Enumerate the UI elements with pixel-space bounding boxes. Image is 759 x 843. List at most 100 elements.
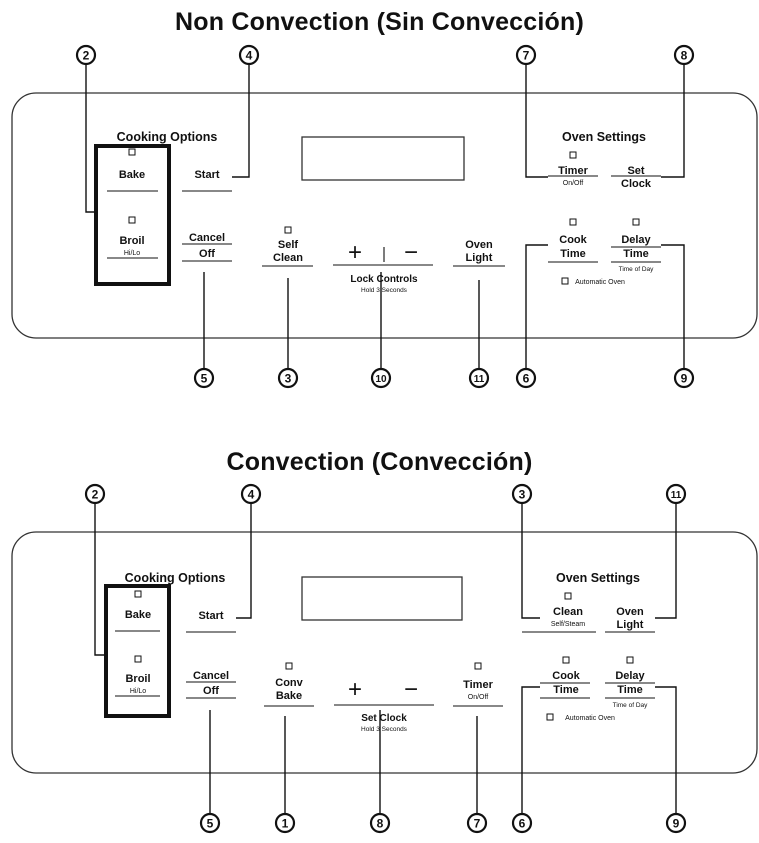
cooking-options-highlight [94, 144, 171, 286]
time-of-day-label: Time of Day [619, 266, 655, 273]
callout-number: 11 [474, 374, 485, 385]
bake-button[interactable]: Bake [125, 609, 151, 621]
off-label: Off [203, 685, 219, 697]
cancel-button[interactable]: Cancel [189, 232, 225, 244]
callout-circle: 7 [466, 812, 488, 834]
timer-button[interactable]: Timer [463, 679, 493, 691]
off-label: Off [199, 248, 215, 260]
callout-number: 7 [523, 49, 530, 63]
oven-light-label-2: Light [617, 619, 644, 631]
plus-button[interactable]: + [348, 676, 362, 703]
cook-time-button[interactable]: Cook [552, 670, 580, 682]
callout-number: 5 [207, 817, 214, 831]
oven-light-label-2: Light [466, 252, 493, 264]
set-clock-label: Set Clock [361, 713, 407, 724]
control-panel-outline [11, 92, 758, 339]
clean-sublabel: Self/Steam [551, 621, 585, 628]
callout-circle: 4 [238, 44, 260, 66]
callout-circle: 2 [75, 44, 97, 66]
conv-bake-label-2: Bake [276, 690, 302, 702]
callout-circle: 11 [468, 367, 490, 389]
callout-circle: 7 [515, 44, 537, 66]
cooking-options-highlight [104, 584, 171, 718]
delay-time-button[interactable]: Delay [615, 670, 645, 682]
conv-bake-button[interactable]: Conv [275, 677, 303, 689]
oven-light-button[interactable]: Oven [465, 239, 493, 251]
diagram-title-convection: Convection (Convección) [226, 448, 533, 476]
diagram-title-non-convection: Non Convection (Sin Convección) [175, 8, 584, 36]
plus-button[interactable]: + [348, 239, 362, 266]
minus-button[interactable]: − [404, 239, 418, 266]
callout-circle: 2 [84, 483, 106, 505]
callout-circle: 8 [369, 812, 391, 834]
broil-button[interactable]: Broil [119, 235, 144, 247]
cook-time-label-2: Time [560, 248, 585, 260]
callout-circle: 6 [511, 812, 533, 834]
callout-number: 8 [681, 49, 688, 63]
display-window [301, 136, 465, 181]
callout-number: 4 [246, 49, 253, 63]
callout-number: 9 [681, 372, 688, 386]
callout-circle: 9 [665, 812, 687, 834]
delay-time-button[interactable]: Delay [621, 234, 651, 246]
broil-sublabel: Hi/Lo [124, 250, 140, 257]
callout-number: 2 [92, 488, 99, 502]
lock-controls-label: Lock Controls [350, 274, 418, 285]
automatic-oven-label: Automatic Oven [575, 279, 625, 286]
callout-number: 9 [673, 817, 680, 831]
oven-settings-heading: Oven Settings [562, 130, 646, 144]
bake-button[interactable]: Bake [119, 169, 145, 181]
callout-number: 6 [519, 817, 526, 831]
timer-button[interactable]: Timer [558, 165, 588, 177]
cook-time-label-2: Time [553, 684, 578, 696]
callout-circle: 3 [511, 483, 533, 505]
set-clock-button[interactable]: Set [627, 165, 644, 177]
callout-circle: 5 [199, 812, 221, 834]
control-panel-outline [11, 531, 758, 774]
delay-time-label-2: Time [617, 684, 642, 696]
callout-circle: 1 [274, 812, 296, 834]
callout-number: 11 [671, 490, 682, 501]
self-clean-button[interactable]: Self [278, 239, 299, 251]
callout-circle: 4 [240, 483, 262, 505]
timer-sublabel: On/Off [468, 694, 489, 701]
broil-sublabel: Hi/Lo [130, 688, 146, 695]
broil-button[interactable]: Broil [125, 673, 150, 685]
callout-number: 6 [523, 372, 530, 386]
cooking-options-heading: Cooking Options [125, 571, 226, 585]
callout-circle: 10 [370, 367, 392, 389]
start-button[interactable]: Start [194, 169, 219, 181]
callout-circle: 6 [515, 367, 537, 389]
set-clock-hold-label: Hold 3 Seconds [361, 726, 408, 733]
callout-number: 3 [285, 372, 292, 386]
callout-number: 5 [201, 372, 208, 386]
oven-settings-heading: Oven Settings [556, 571, 640, 585]
timer-sublabel: On/Off [563, 180, 584, 187]
start-button[interactable]: Start [198, 610, 223, 622]
callout-number: 1 [282, 817, 289, 831]
cooking-options-heading: Cooking Options [117, 130, 218, 144]
minus-button[interactable]: − [404, 676, 418, 703]
callout-circle: 5 [193, 367, 215, 389]
callout-number: 2 [83, 49, 90, 63]
delay-time-label-2: Time [623, 248, 648, 260]
cook-time-button[interactable]: Cook [559, 234, 587, 246]
callout-number: 8 [377, 817, 384, 831]
callout-number: 4 [248, 488, 255, 502]
time-of-day-label: Time of Day [613, 702, 649, 709]
callouts-bottom: 2 4 3 11 5 1 8 7 6 9 [84, 483, 687, 834]
callout-circle: 9 [673, 367, 695, 389]
set-clock-label-2: Clock [621, 178, 652, 190]
callout-number: 7 [474, 817, 481, 831]
clean-button[interactable]: Clean [553, 606, 583, 618]
automatic-oven-label: Automatic Oven [565, 715, 615, 722]
callout-number: 10 [375, 374, 387, 385]
callout-circle: 11 [665, 483, 687, 505]
oven-light-button[interactable]: Oven [616, 606, 644, 618]
callout-number: 3 [519, 488, 526, 502]
cancel-button[interactable]: Cancel [193, 670, 229, 682]
callout-circle: 3 [277, 367, 299, 389]
self-clean-label-2: Clean [273, 252, 303, 264]
callout-circle: 8 [673, 44, 695, 66]
